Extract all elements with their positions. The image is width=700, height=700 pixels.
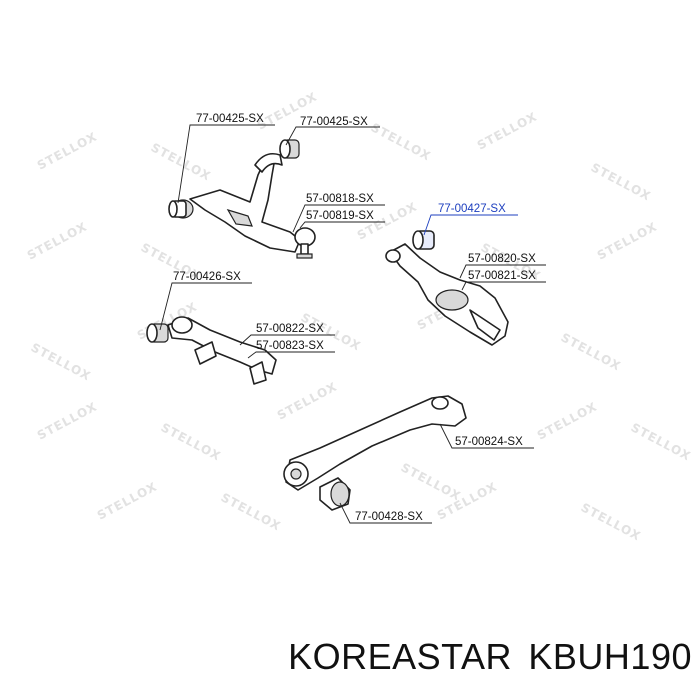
watermark-text: STELLOX <box>559 330 624 373</box>
lateral-link-body <box>285 395 467 491</box>
watermark-text: STELLOX <box>35 399 100 442</box>
label-57-00819-sx: 57-00819-SX <box>306 210 374 222</box>
watermark-text: STELLOX <box>25 219 90 262</box>
watermark-text: STELLOX <box>35 129 100 172</box>
watermark-text: STELLOX <box>589 160 654 203</box>
bushing-77-00428 <box>319 477 351 511</box>
footer-brand: KOREASTAR KBUH190 <box>0 636 700 678</box>
label-77-00428-sx: 77-00428-SX <box>355 511 423 523</box>
label-57-00823-sx: 57-00823-SX <box>256 340 324 352</box>
callout-labels: 77-00425-SX 77-00425-SX 57-00818-SX 57-0… <box>173 113 536 523</box>
watermark-text: STELLOX <box>595 219 660 262</box>
upper-arm-body <box>189 157 301 253</box>
bushing-77-00425-right <box>279 139 300 159</box>
brand-name: KOREASTAR <box>288 636 512 677</box>
watermark-text: STELLOX <box>29 340 94 383</box>
toe-link-body <box>167 317 277 375</box>
upper-control-arm <box>168 139 316 259</box>
watermark-text: STELLOX <box>159 420 224 463</box>
label-57-00820-sx: 57-00820-SX <box>468 253 536 265</box>
watermark-text: STELLOX <box>475 109 540 152</box>
bushing-77-00427 <box>412 230 435 250</box>
label-57-00822-sx: 57-00822-SX <box>256 323 324 335</box>
watermark-text: STELLOX <box>579 500 644 543</box>
watermark-text: STELLOX <box>629 420 694 463</box>
watermark-layer: STELLOX STELLOX STELLOX STELLOX STELLOX STELL… <box>25 89 694 543</box>
lower-control-arm <box>385 230 509 346</box>
label-77-00427-sx: 77-00427-SX <box>438 203 506 215</box>
watermark-text: STELLOX <box>219 490 284 533</box>
label-77-00425-sx-left: 77-00425-SX <box>196 113 264 125</box>
label-57-00821-sx: 57-00821-SX <box>468 270 536 282</box>
ball-joint <box>294 227 316 259</box>
watermark-text: STELLOX <box>95 479 160 522</box>
watermark-text: STELLOX <box>149 140 214 183</box>
watermark-text: STELLOX <box>535 399 600 442</box>
bushing-77-00425-left <box>168 199 194 219</box>
bushing-77-00426 <box>146 323 169 343</box>
label-77-00425-sx-right: 77-00425-SX <box>300 116 368 128</box>
leader-lines <box>159 124 546 524</box>
label-77-00426-sx: 77-00426-SX <box>173 271 241 283</box>
brand-part-number: KBUH190 <box>528 636 692 677</box>
toe-link <box>146 316 277 385</box>
label-57-00818-sx: 57-00818-SX <box>306 193 374 205</box>
label-57-00824-sx: 57-00824-SX <box>455 436 523 448</box>
watermark-text: STELLOX <box>275 379 340 422</box>
watermark-text: STELLOX <box>399 460 464 503</box>
lateral-link <box>283 395 467 511</box>
